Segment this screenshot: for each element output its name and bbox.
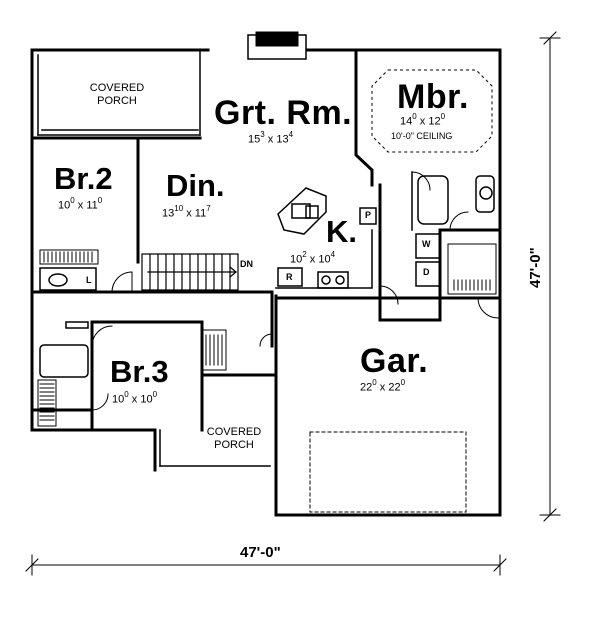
bedroom3-name: Br.3 [110,354,169,389]
kitchen-name: K. [326,214,357,249]
bedroom3-dimensions: 100 x 100 [112,390,158,406]
refrigerator-mark: R [286,272,293,282]
porch-top-label: COVERED PORCH [89,82,145,107]
pantry-mark: P [365,210,372,220]
stair-down-mark: DN [240,259,253,269]
master-bath [411,171,501,231]
kitchen-island [277,187,327,235]
hall-bath [39,267,97,378]
covered-porch-front [159,429,271,467]
garage-name: Gar. [360,342,429,380]
garage-dimensions: 220 x 220 [360,378,406,394]
closets [37,243,497,427]
dining-dimensions: 1310 x 117 [162,204,211,220]
garage-door [309,431,467,513]
porch-front-label: COVERED PORCH [206,426,262,451]
stair [141,253,239,291]
laundry [415,233,441,287]
door-swings [91,171,499,411]
fireplace [247,31,307,60]
bedroom2-dimensions: 100 x 110 [58,196,103,212]
great-room-dimensions: 153 x 134 [248,130,294,146]
master-bedroom-dimensions: 140 x 120 [400,112,446,128]
washer-mark: W [422,239,431,249]
master-ceiling-note: 10'-0" CEILING [391,131,453,141]
dining-name: Din. [166,168,225,203]
closet-hatching [39,251,491,421]
overall-width-label: 47'-0" [240,544,281,561]
overall-depth-label: 47'-0" [527,247,544,288]
dimension-lines [25,31,561,576]
covered-porch-top [37,49,201,136]
dryer-mark: D [423,267,430,277]
bedroom2-name: Br.2 [54,161,113,196]
kitchen-dimensions: 102 x 104 [290,250,336,266]
linen-mark: L [86,275,92,285]
master-bedroom-name: Mbr. [397,78,469,116]
great-room-name: Grt. Rm. [214,94,353,132]
kitchen-counters [275,207,377,289]
